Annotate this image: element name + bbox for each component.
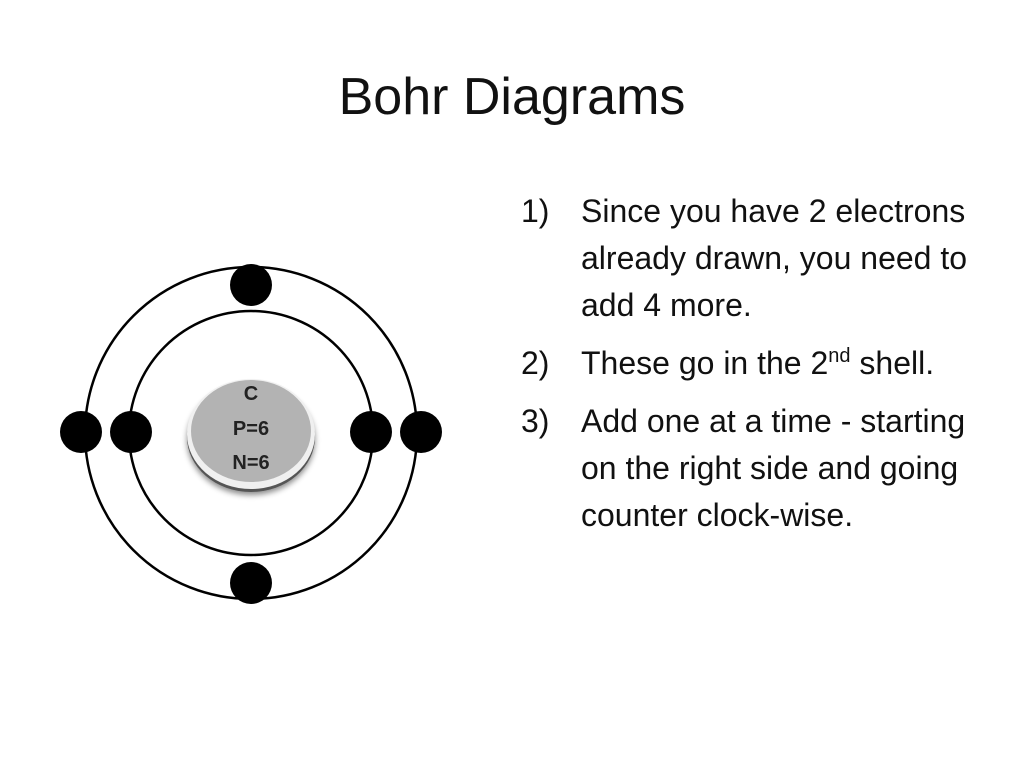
step-number: 1)	[521, 193, 550, 229]
step-text: Add one at a time - starting on the righ…	[581, 403, 966, 533]
step-text-superscript: nd	[828, 345, 851, 367]
electron-outer-right	[400, 411, 442, 453]
nucleus-element: C	[244, 383, 258, 405]
electron-inner-left	[110, 411, 152, 453]
slide-title: Bohr Diagrams	[338, 68, 686, 126]
step-text-after: shell.	[850, 345, 935, 381]
step-text-before: These go in the 2	[581, 345, 829, 381]
electron-outer-bottom	[230, 562, 272, 604]
step-item: 3) Add one at a time - starting on the r…	[515, 398, 975, 539]
step-item: 1) Since you have 2 electrons already dr…	[515, 188, 975, 329]
step-item: 2) These go in the 2nd shell.	[515, 340, 975, 387]
steps-list: 1) Since you have 2 electrons already dr…	[515, 188, 975, 550]
nucleus-neutrons: N=6	[232, 452, 269, 474]
step-number: 2)	[521, 345, 550, 381]
nucleus: C P=6 N=6	[187, 379, 315, 492]
electron-outer-top	[230, 264, 272, 306]
step-text: Since you have 2 electrons already drawn…	[581, 193, 968, 323]
electron-outer-left	[60, 411, 102, 453]
step-number: 3)	[521, 403, 550, 439]
nucleus-protons: P=6	[233, 418, 269, 440]
step-text: These go in the 2nd shell.	[581, 345, 934, 381]
electron-inner-right	[350, 411, 392, 453]
